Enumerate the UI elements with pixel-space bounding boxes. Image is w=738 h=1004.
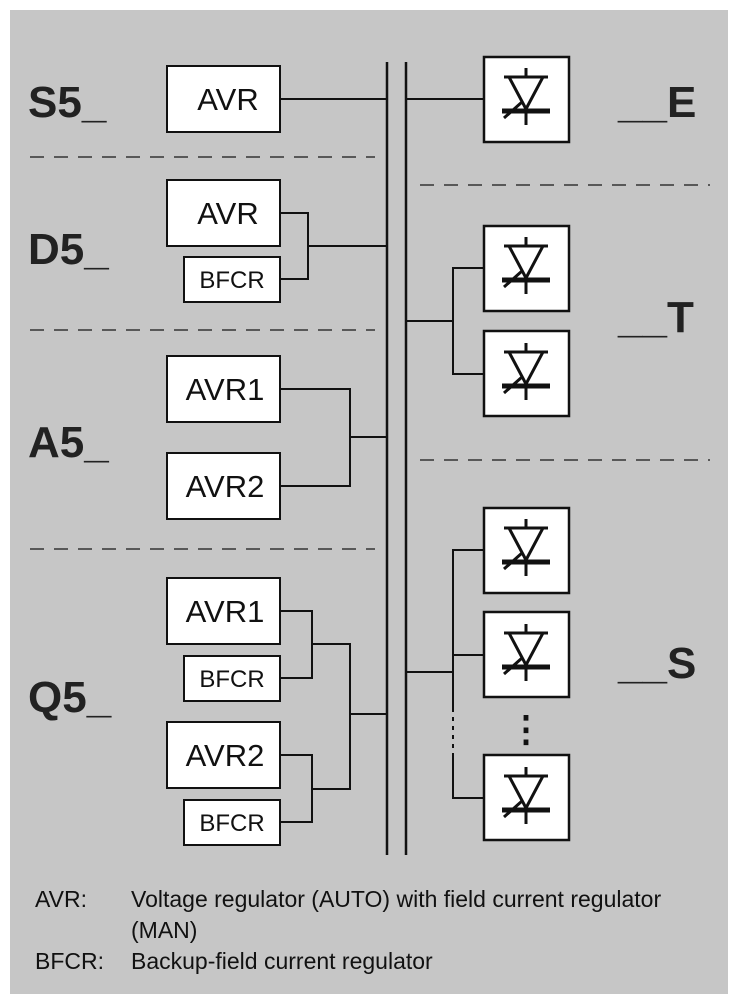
- legend-row: BFCR: Backup-field current regulator: [35, 946, 715, 977]
- legend-value: Voltage regulator (AUTO) with field curr…: [131, 886, 662, 943]
- left-separators: [30, 156, 375, 550]
- row-label-q5: Q5_: [28, 673, 112, 722]
- legend-value: Backup-field current regulator: [131, 948, 433, 974]
- right-separators: [420, 184, 710, 461]
- avr1-box-label: AVR1: [186, 372, 265, 407]
- bfcr-box: [183, 799, 281, 846]
- legend-key: BFCR:: [35, 948, 104, 974]
- avr1-box-label: AVR1: [186, 594, 265, 629]
- ellipsis: ⋮: [508, 708, 544, 749]
- row-label-s5: S5_: [28, 78, 107, 127]
- row-label-d5: D5_: [28, 225, 109, 274]
- thyristor-box: [482, 506, 571, 595]
- bfcr-box-label: BFCR: [199, 810, 264, 837]
- avr1-box: [166, 355, 281, 423]
- right-label-t: __T: [617, 293, 694, 342]
- avr2-box-label: AVR2: [186, 738, 265, 773]
- d5-group: AVR BFCR: [166, 179, 387, 303]
- s-group: ⋮: [406, 506, 571, 842]
- avr-box: [166, 179, 281, 247]
- legend-key: AVR:: [35, 886, 87, 912]
- s5-group: AVR: [166, 65, 387, 133]
- legend-row: AVR: Voltage regulator (AUTO) with field…: [35, 884, 715, 946]
- q5-group: AVR1 BFCR AVR2 BFCR: [166, 577, 387, 846]
- avr-box-label: AVR: [197, 196, 258, 231]
- avr1-box: [166, 577, 281, 645]
- avr-box-label: AVR: [197, 82, 258, 117]
- e-group: [406, 55, 571, 144]
- avr2-box: [166, 452, 281, 520]
- bfcr-box-label: BFCR: [199, 267, 264, 294]
- diagram-panel: [10, 10, 728, 994]
- t-group: [406, 224, 571, 418]
- a5-group: AVR1 AVR2: [166, 355, 387, 520]
- right-label-e: __E: [617, 78, 696, 127]
- legend: AVR: Voltage regulator (AUTO) with field…: [35, 884, 715, 977]
- right-label-s: __S: [617, 639, 696, 688]
- bfcr-box: [183, 655, 281, 702]
- bfcr-box-label: BFCR: [199, 666, 264, 693]
- row-label-a5: A5_: [28, 418, 109, 467]
- avr2-box-label: AVR2: [186, 469, 265, 504]
- bfcr-box: [183, 256, 281, 303]
